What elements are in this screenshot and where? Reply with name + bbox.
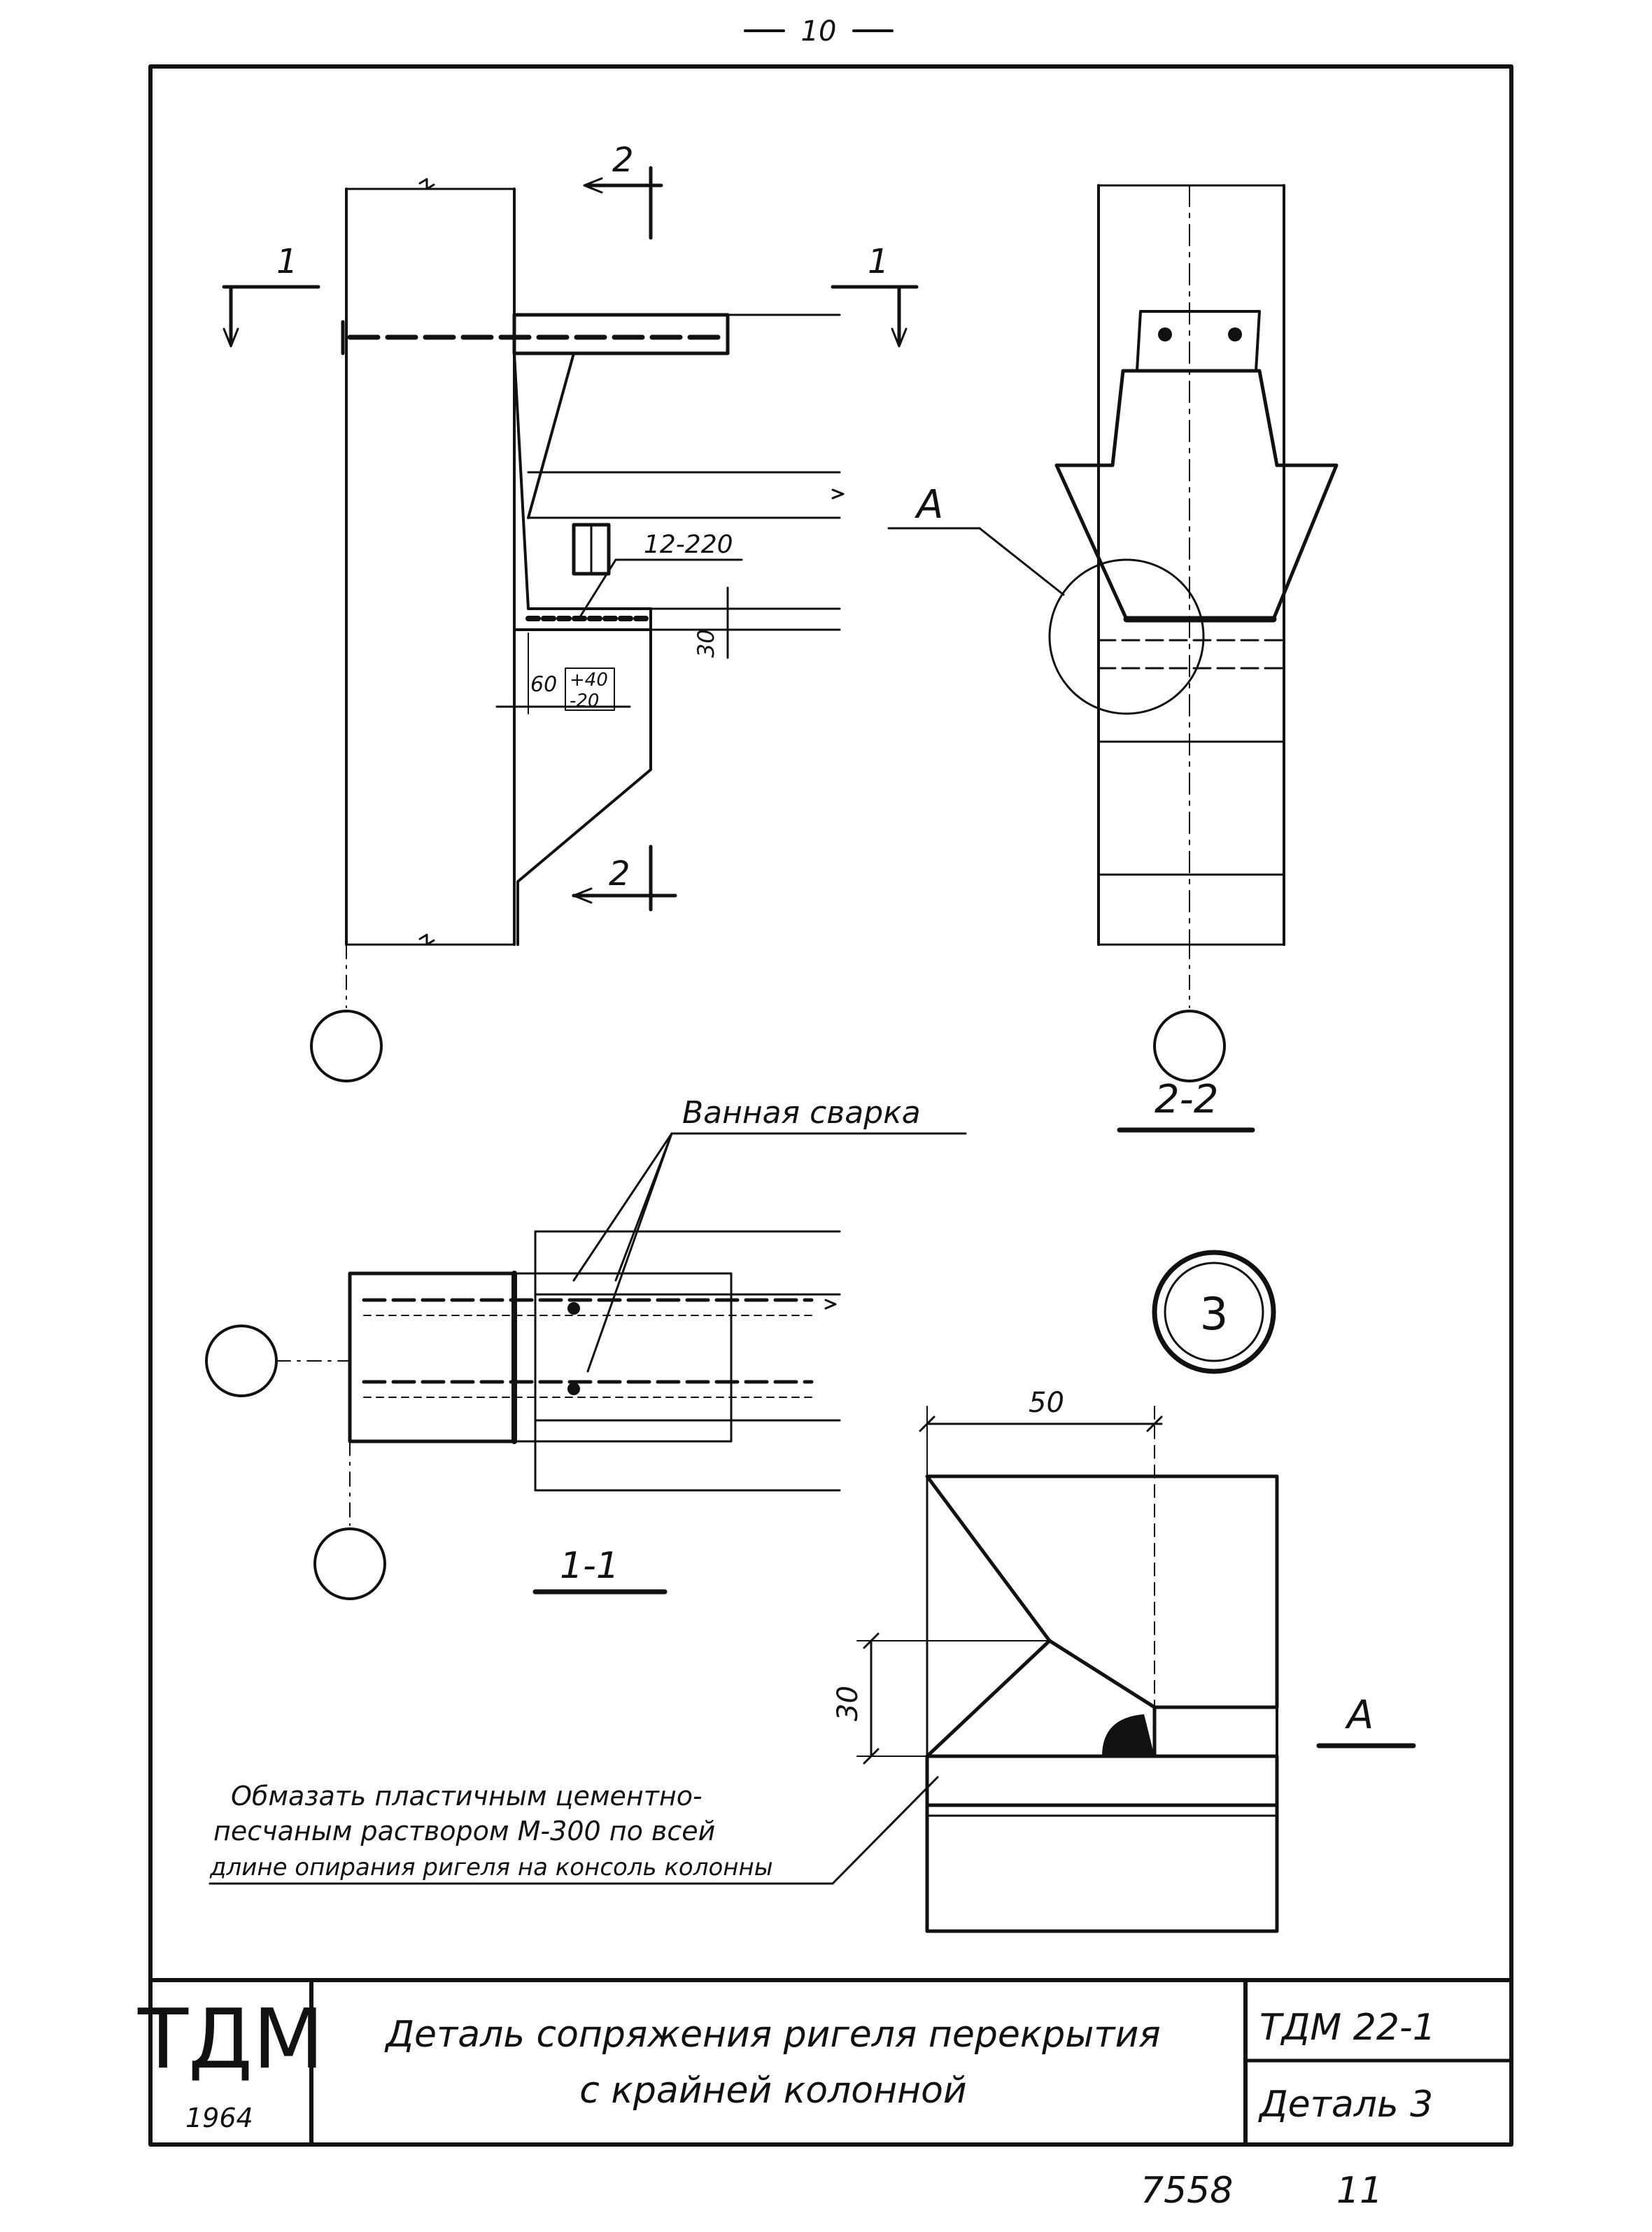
svg-text:1-1: 1-1 bbox=[560, 1545, 619, 1587]
axis-marker-circle bbox=[1153, 1010, 1226, 1082]
axis-marker-circle bbox=[205, 1325, 278, 1397]
weld-label: Ванная сварка bbox=[572, 1095, 967, 1373]
section-mark-2-top: 2 bbox=[583, 141, 663, 240]
svg-text:60: 60 bbox=[530, 672, 557, 697]
organization-logo: ТДМ bbox=[137, 1991, 324, 2087]
svg-text:2: 2 bbox=[609, 854, 630, 893]
archive-sheet-number: 11 bbox=[1336, 2170, 1383, 2212]
mortar-note: Обмазать пластичным цементно- песчаным р… bbox=[209, 1776, 939, 1885]
svg-text:-20: -20 bbox=[570, 691, 599, 712]
axis-marker-circle bbox=[310, 1010, 383, 1082]
svg-text:+40: +40 bbox=[570, 670, 608, 691]
svg-text:30: 30 bbox=[832, 1686, 864, 1721]
svg-text:Обмазать пластичным цементно-: Обмазать пластичным цементно- bbox=[231, 1781, 703, 1811]
detail-number-marker: 3 bbox=[1152, 1250, 1276, 1374]
axis-marker-circle bbox=[313, 1527, 386, 1600]
svg-text:Ванная сварка: Ванная сварка bbox=[682, 1095, 921, 1131]
title-block: ТДМ 1964 Деталь сопряжения ригеля перекр… bbox=[137, 1978, 1513, 2147]
svg-text:песчаным раствором М-300 по вс: песчаным раствором М-300 по всей bbox=[213, 1816, 715, 1846]
svg-text:1964: 1964 bbox=[185, 2103, 253, 2133]
svg-text:30: 30 bbox=[693, 629, 719, 658]
svg-text:Деталь сопряжения ригеля перек: Деталь сопряжения ригеля перекрытия bbox=[384, 2014, 1160, 2056]
section-mark-1-right: 1 bbox=[831, 242, 919, 348]
section-1-1-view: 1-1 bbox=[205, 1230, 841, 1600]
svg-text:ТДМ 22-1: ТДМ 22-1 bbox=[1259, 2007, 1436, 2049]
svg-text:Деталь 3: Деталь 3 bbox=[1258, 2084, 1433, 2126]
svg-text:1: 1 bbox=[276, 242, 298, 281]
section-mark-1-left: 1 bbox=[222, 242, 320, 348]
svg-text:10: 10 bbox=[801, 15, 837, 48]
svg-text:12-220: 12-220 bbox=[644, 530, 733, 559]
svg-text:A: A bbox=[915, 482, 943, 528]
svg-text:с крайней колонной: с крайней колонной bbox=[579, 2070, 966, 2112]
svg-text:50: 50 bbox=[1029, 1387, 1064, 1419]
section-mark-2-bottom: 2 bbox=[572, 845, 677, 912]
section-2-2-view: A 2-2 bbox=[887, 184, 1339, 1133]
svg-text:1: 1 bbox=[868, 242, 889, 281]
svg-text:2-2: 2-2 bbox=[1155, 1077, 1218, 1122]
page-number: 10 bbox=[744, 15, 894, 48]
svg-text:3: 3 bbox=[1200, 1289, 1229, 1341]
detail-a-view: 50 30 A bbox=[832, 1387, 1416, 1933]
sheet-frame bbox=[148, 64, 1513, 2147]
detail-a-callout-circle bbox=[1048, 558, 1205, 715]
svg-text:ТДМ: ТДМ bbox=[137, 1991, 324, 2087]
svg-text:длине опирания ригеля на консо: длине опирания ригеля на консоль колонны bbox=[209, 1853, 773, 1881]
svg-text:2: 2 bbox=[612, 141, 634, 180]
archive-number: 7558 bbox=[1141, 2170, 1233, 2212]
svg-text:A: A bbox=[1345, 1693, 1374, 1738]
elevation-view: 12-220 30 60 +40 -20 1 1 bbox=[222, 141, 919, 1082]
